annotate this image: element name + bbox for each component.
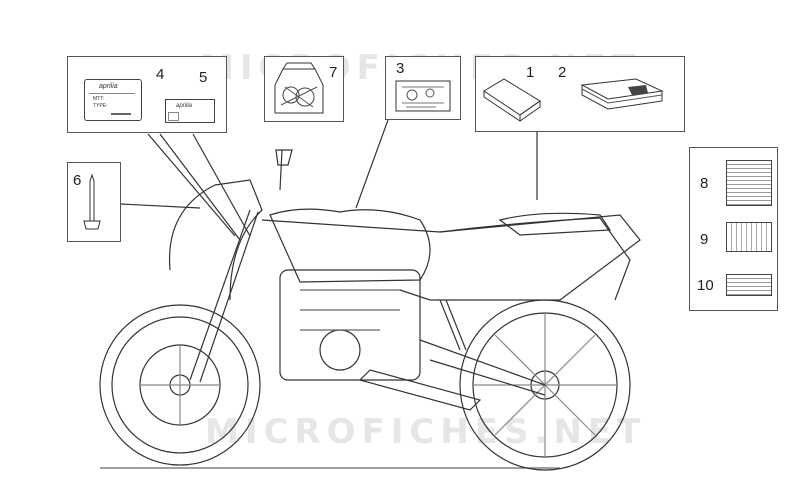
callout-3: 3	[396, 60, 405, 77]
box-screw-6: 6	[67, 162, 121, 242]
plate-type: TYPE:	[93, 103, 108, 109]
callout-6: 6	[73, 172, 82, 189]
box-plates-4-5: aprilia MTT: TYPE: aprilia 4 5	[67, 56, 227, 133]
box-decal-3: 3	[385, 56, 461, 120]
plate-mtt: MTT:	[93, 96, 105, 102]
box-toolkit-7: 7	[264, 56, 344, 122]
callout-1: 1	[526, 64, 535, 81]
box-docs-1-2: 1 2	[475, 56, 685, 132]
callout-10: 10	[697, 277, 714, 294]
box-decals-8-10: 8 9 10	[689, 147, 778, 311]
diagram-decal-icon	[395, 80, 451, 112]
chassis-plate-icon: aprilia MTT: TYPE:	[84, 79, 142, 121]
screw-icon	[83, 173, 101, 230]
watermark-bottom: MICROFICHES.NET	[205, 412, 647, 452]
warning-decal-icon	[726, 160, 772, 206]
warning-decal-icon	[726, 274, 772, 296]
callout-5: 5	[199, 69, 208, 86]
callout-8: 8	[700, 175, 709, 192]
callout-2: 2	[558, 64, 567, 81]
document-pouch-icon	[483, 78, 541, 122]
plate-brand: aprilia	[99, 83, 118, 90]
label-sticker-icon: aprilia	[165, 99, 215, 123]
manual-books-icon	[580, 78, 664, 110]
toolkit-icon	[274, 62, 324, 114]
diagram-decal-icon	[726, 222, 772, 252]
callout-9: 9	[700, 231, 709, 248]
callout-7: 7	[329, 64, 338, 81]
sticker-brand: aprilia	[176, 103, 193, 109]
callout-4: 4	[156, 66, 165, 83]
